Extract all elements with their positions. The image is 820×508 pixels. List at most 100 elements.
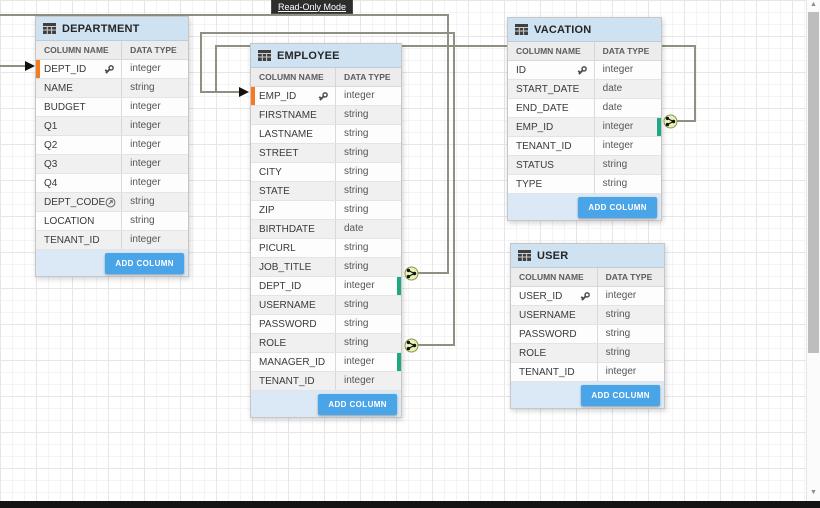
column-name: Q2 [44,139,58,151]
horizontal-scrollbar[interactable] [0,501,820,508]
table-header[interactable]: VACATION [508,18,661,42]
relationship-arrow [239,87,249,97]
column-type: string [121,193,188,211]
column-type: integer [593,137,661,155]
relationship-connector-icon[interactable] [404,338,419,353]
column-type: string [335,296,401,314]
column-row-tenant_id[interactable]: TENANT_ID integer [36,231,188,250]
column-type: integer [593,61,661,79]
column-name-header: COLUMN NAME [259,72,324,82]
column-type: integer [335,277,401,295]
column-name: STREET [259,147,299,159]
primary-key-icon [104,64,115,75]
column-type: integer [335,87,401,105]
column-name-header: COLUMN NAME [519,272,584,282]
column-type: date [593,99,661,117]
relationship-line [447,14,449,274]
vertical-scrollbar-thumb[interactable] [808,12,819,353]
column-row-q2[interactable]: Q2 integer [36,136,188,155]
table-header[interactable]: EMPLOYEE [251,44,401,68]
column-type: integer [121,136,188,154]
column-name: TENANT_ID [44,234,100,246]
relationship-line [694,45,696,122]
column-type: string [335,315,401,333]
scroll-down-arrow-icon[interactable]: ▼ [810,489,817,496]
add-column-button[interactable]: ADD COLUMN [105,252,184,274]
relationship-connector-icon[interactable] [404,266,419,281]
vertical-scrollbar[interactable]: ▲ ▼ [806,0,820,501]
column-name: MANAGER_ID [259,356,326,368]
relationship-connector-icon[interactable] [663,114,678,129]
column-header-row: COLUMN NAME DATA TYPE [36,41,188,60]
column-type: integer [121,231,188,249]
table-title: EMPLOYEE [277,49,340,62]
relationship-line [0,14,447,16]
column-header-row: COLUMN NAME DATA TYPE [511,268,664,287]
column-name: PASSWORD [519,328,577,340]
table-grid-icon [515,24,528,35]
column-type: string [335,258,401,276]
table-title: VACATION [534,23,592,36]
table-header[interactable]: USER [511,244,664,268]
add-column-button[interactable]: ADD COLUMN [318,393,397,415]
table-header[interactable]: DEPARTMENT [36,17,188,41]
column-name: Q3 [44,158,58,170]
column-name: TENANT_ID [519,366,575,378]
relationship-line [215,45,217,93]
table-department[interactable]: DEPARTMENT COLUMN NAME DATA TYPE DEPT_ID… [35,16,189,277]
primary-key-icon [580,291,591,302]
column-type: string [335,106,401,124]
column-type: string [121,212,188,230]
column-type: integer [596,363,664,381]
relationship-line [0,65,26,67]
column-name-header: COLUMN NAME [516,46,581,56]
add-column-button[interactable]: ADD COLUMN [578,196,657,218]
table-grid-icon [518,250,531,261]
scroll-up-arrow-icon[interactable]: ▲ [810,1,817,8]
add-column-button[interactable]: ADD COLUMN [581,384,660,406]
column-name: BIRTHDATE [259,223,315,235]
primary-key-icon [318,91,329,102]
column-type: date [593,80,661,98]
column-row-tenant_id[interactable]: TENANT_ID integer [511,363,664,382]
